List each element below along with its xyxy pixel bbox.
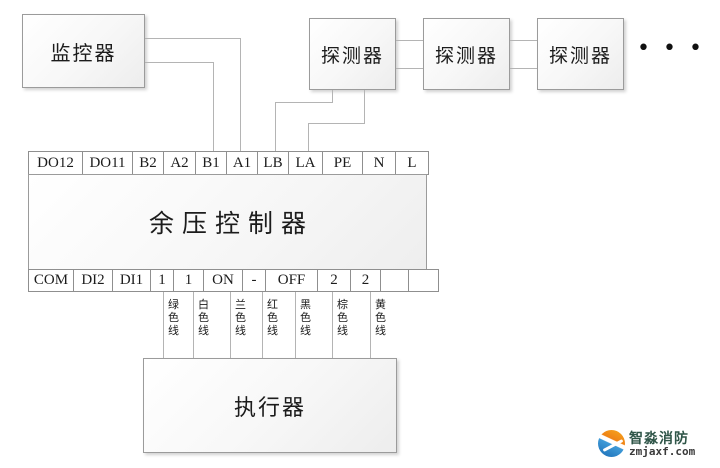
bottom-terminal-off: OFF	[266, 270, 318, 291]
wire-yellow	[370, 292, 371, 358]
wire-label-green: 绿色线	[168, 299, 179, 337]
bottom-terminal-empty1	[381, 270, 409, 291]
detector-label: 探测器	[548, 45, 612, 67]
wire-det1-det2-bottom	[396, 68, 423, 69]
wire-brown	[332, 292, 333, 358]
wire-label-brown: 棕色线	[337, 299, 348, 337]
wire-detector-la-v1	[364, 90, 365, 124]
wire-label-black: 黑色线	[300, 299, 311, 337]
detector-label: 探测器	[320, 45, 384, 67]
brand-domain: zmjaxf.com	[629, 444, 696, 458]
wire-detector-lb-v2	[275, 102, 276, 151]
wire-detector-lb-v1	[332, 90, 333, 103]
wire-detector-la-h	[308, 123, 365, 124]
wire-detector-la-v2	[308, 123, 309, 151]
bottom-terminal-1a: 1	[151, 270, 174, 291]
wire-monitor-a1-h	[145, 38, 241, 39]
controller-bottom-terminal-row: COM DI2 DI1 1 1 ON - OFF 2 2	[28, 269, 439, 292]
detector-box-2: 探测器	[423, 18, 510, 90]
wire-green	[163, 292, 164, 358]
wire-label-red: 红色线	[267, 299, 278, 337]
actuator-box: 执行器	[143, 358, 397, 453]
detector-box-3: 探测器	[537, 18, 624, 90]
wire-monitor-a1-v	[240, 38, 241, 151]
wire-white	[193, 292, 194, 358]
wire-monitor-b1-v	[213, 62, 214, 151]
wire-detector-lb-h	[275, 102, 333, 103]
wire-det2-det3-top	[510, 40, 537, 41]
top-terminal-pe: PE	[323, 152, 363, 174]
wire-blue	[230, 292, 231, 358]
brand-logo-icon	[598, 430, 625, 457]
bottom-terminal-2a: 2	[318, 270, 351, 291]
bottom-terminal-on: ON	[204, 270, 243, 291]
detector-box-1: 探测器	[309, 18, 396, 90]
controller-box: 余压控制器	[28, 174, 427, 270]
bottom-terminal-1b: 1	[174, 270, 204, 291]
actuator-label: 执行器	[233, 394, 306, 420]
top-terminal-b2: B2	[133, 152, 164, 174]
top-terminal-lb: LB	[258, 152, 289, 174]
brand-name: 智淼消防	[629, 429, 689, 446]
top-terminal-do12: DO12	[29, 152, 83, 174]
top-terminal-l: L	[396, 152, 428, 174]
wire-monitor-b1-h	[145, 62, 214, 63]
wire-label-blue: 兰色线	[235, 299, 246, 337]
bottom-terminal-empty2	[409, 270, 438, 291]
wire-det1-det2-top	[396, 40, 423, 41]
bottom-terminal-di2: DI2	[74, 270, 113, 291]
bottom-terminal-minus: -	[243, 270, 266, 291]
top-terminal-a1: A1	[227, 152, 258, 174]
wire-red	[262, 292, 263, 358]
top-terminal-la: LA	[289, 152, 323, 174]
controller-label: 余压控制器	[148, 211, 314, 238]
brand-watermark: 智淼消防 zmjaxf.com	[598, 430, 695, 457]
wire-label-yellow: 黄色线	[375, 299, 386, 337]
wire-det2-det3-bottom	[510, 68, 537, 69]
top-terminal-a2: A2	[164, 152, 196, 174]
monitor-box: 监控器	[22, 14, 145, 88]
more-detectors-ellipsis: •••	[637, 36, 715, 61]
bottom-terminal-com: COM	[29, 270, 74, 291]
detector-label: 探测器	[434, 45, 498, 67]
top-terminal-do11: DO11	[83, 152, 133, 174]
top-terminal-b1: B1	[196, 152, 227, 174]
controller-top-terminal-row: DO12 DO11 B2 A2 B1 A1 LB LA PE N L	[28, 151, 429, 175]
top-terminal-n: N	[363, 152, 396, 174]
bottom-terminal-di1: DI1	[113, 270, 151, 291]
bottom-terminal-2b: 2	[351, 270, 381, 291]
monitor-label: 监控器	[50, 42, 117, 65]
wire-label-white: 白色线	[198, 299, 209, 337]
wire-black	[295, 292, 296, 358]
